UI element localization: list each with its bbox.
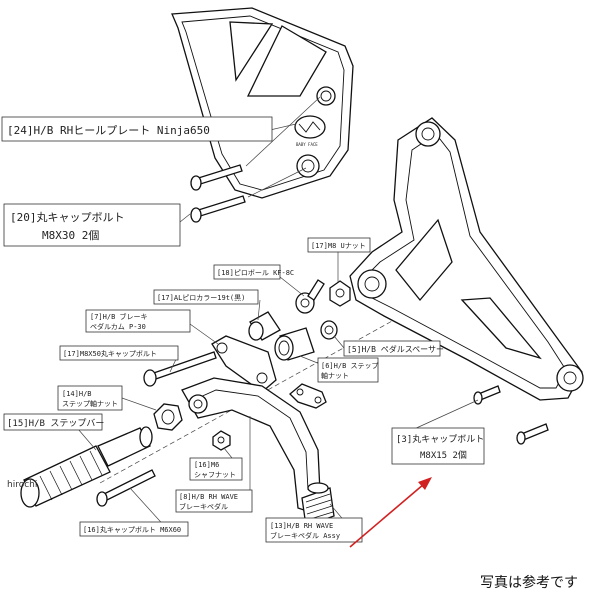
label-step-shaft-nut: [6]H/B ステップ 軸ナット — [317, 357, 379, 383]
red-arrow — [349, 477, 432, 548]
svg-text:[8]H/B RH WAVE: [8]H/B RH WAVE — [179, 493, 238, 501]
svg-text:[14]H/B: [14]H/B — [62, 390, 92, 398]
svg-text:[16]M6: [16]M6 — [194, 461, 219, 469]
watermark: hirochi — [7, 480, 38, 490]
svg-text:[17]ALピロカラー19t(黒): [17]ALピロカラー19t(黒) — [157, 294, 245, 302]
heel-plate-logo: BABY FACE — [296, 142, 318, 147]
label-bolt-m8x30: [20]丸キャップボルト M8X30 2個 — [3, 203, 181, 247]
svg-text:[17]M8X50丸キャップボルト: [17]M8X50丸キャップボルト — [63, 349, 157, 358]
svg-text:[24]H/B RHヒールプレート Ninja650: [24]H/B RHヒールプレート Ninja650 — [7, 124, 210, 137]
label-brake-pedal-cam: [7]H/B ブレーキ ペダルカム P-30 — [85, 309, 191, 333]
svg-text:軸ナット: 軸ナット — [321, 371, 349, 380]
bolt-m8x15-left — [473, 385, 501, 405]
step-nut — [153, 403, 183, 431]
bolt-m8x30-lower — [190, 195, 246, 223]
label-step-bar: [15]H/B ステップバー — [3, 413, 104, 431]
pedal-spacer — [320, 320, 338, 340]
svg-text:[20]丸キャップボルト: [20]丸キャップボルト — [10, 211, 125, 224]
label-m6-nut: [16]M6 シャフナット — [189, 457, 243, 481]
label-bolt-m6x60: [16]丸キャップボルト M6X60 — [79, 521, 189, 537]
svg-text:[13]H/B RH WAVE: [13]H/B RH WAVE — [270, 522, 333, 530]
bolt-m6x60 — [96, 469, 156, 507]
svg-text:M8X15 2個: M8X15 2個 — [420, 449, 467, 461]
label-step-nut: [14]H/B ステップ軸ナット — [57, 385, 123, 411]
svg-text:ステップ軸ナット: ステップ軸ナット — [62, 399, 118, 408]
label-pillow-collar: [17]ALピロカラー19t(黒) — [153, 289, 259, 305]
bolt-m8x15-right — [516, 423, 549, 445]
u-nut — [329, 280, 351, 307]
step-shaft-nut — [274, 327, 315, 361]
pillow-ball — [295, 279, 325, 314]
svg-text:[7]H/B ブレーキ: [7]H/B ブレーキ — [90, 312, 148, 321]
pedal-tip — [301, 482, 335, 527]
label-brake-pedal: [8]H/B RH WAVE ブレーキペダル — [175, 489, 253, 513]
svg-text:[5]H/B ペダルスペーサー: [5]H/B ペダルスペーサー — [347, 344, 444, 354]
m6-nut — [212, 430, 231, 451]
svg-text:[16]丸キャップボルト M6X60: [16]丸キャップボルト M6X60 — [83, 525, 181, 534]
svg-text:M8X30 2個: M8X30 2個 — [42, 229, 99, 242]
svg-text:シャフナット: シャフナット — [194, 471, 236, 479]
heel-plate: BABY FACE — [171, 7, 354, 199]
label-pedal-spacer: [5]H/B ペダルスペーサー — [343, 340, 444, 357]
label-pedal-assy: [13]H/B RH WAVE ブレーキペダル Assy — [265, 517, 363, 543]
svg-text:ブレーキペダル: ブレーキペダル — [179, 502, 228, 511]
step-bracket — [349, 117, 584, 401]
svg-text:[3]丸キャップボルト: [3]丸キャップボルト — [396, 433, 484, 445]
label-heel-plate: [24]H/B RHヒールプレート Ninja650 — [1, 116, 273, 142]
pillow-collar — [248, 311, 281, 341]
label-u-nut: [17]M8 Uナット — [307, 237, 371, 253]
bolt-m8x30-upper — [190, 164, 243, 191]
reference-caption: 写真は参考です — [480, 575, 578, 591]
label-pillow-ball: [18]ピロボール KF-8C — [213, 264, 294, 280]
svg-text:[18]ピロボール KF-8C: [18]ピロボール KF-8C — [217, 269, 294, 277]
label-bolt-m8x15: [3]丸キャップボルト M8X15 2個 — [391, 427, 485, 465]
step-bar — [20, 426, 153, 508]
pedal-link — [289, 383, 327, 409]
svg-text:ペダルカム P-30: ペダルカム P-30 — [90, 322, 146, 331]
svg-text:[17]M8 Uナット: [17]M8 Uナット — [311, 242, 366, 250]
brake-pedal-cam — [211, 335, 277, 393]
label-bolt-m8x50: [17]M8X50丸キャップボルト — [59, 345, 179, 361]
svg-text:ブレーキペダル Assy: ブレーキペダル Assy — [270, 531, 340, 540]
bolt-m8x50 — [143, 351, 217, 387]
svg-text:[6]H/B ステップ: [6]H/B ステップ — [321, 362, 379, 370]
svg-text:[15]H/B ステップバー: [15]H/B ステップバー — [7, 418, 104, 429]
